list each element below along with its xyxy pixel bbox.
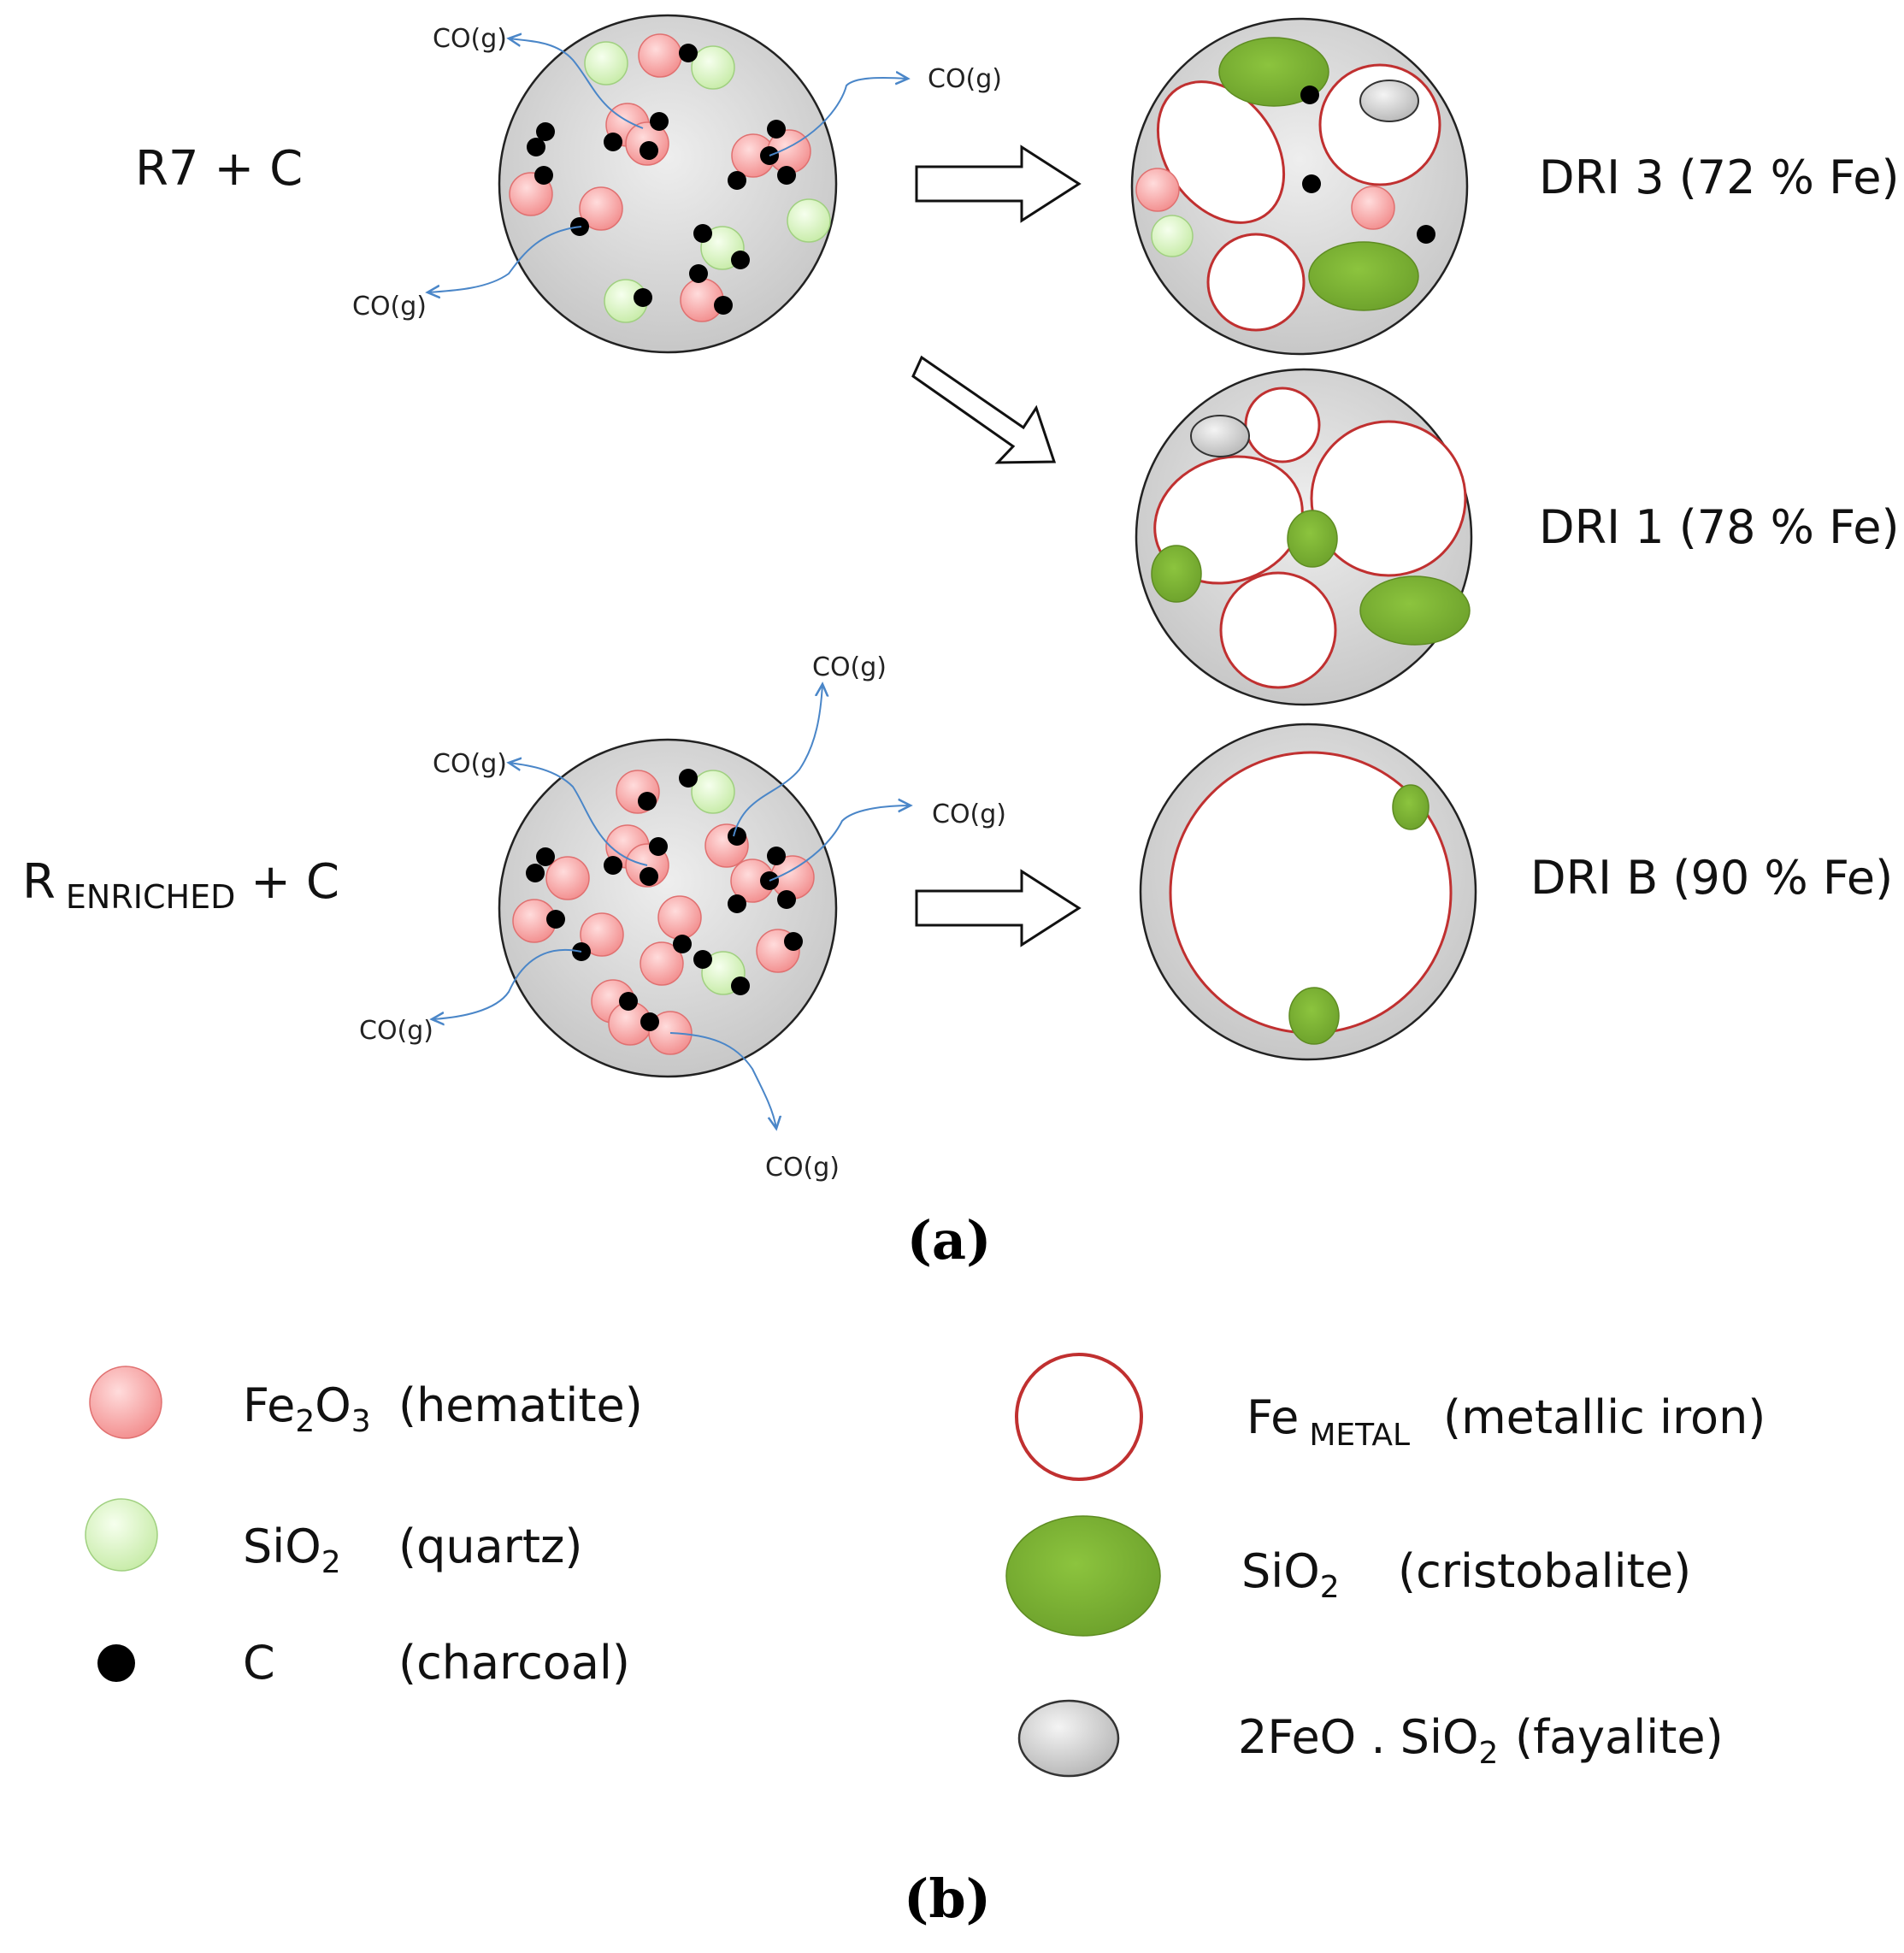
legend-metallic-iron-name: (metallic iron) — [1443, 1390, 1765, 1444]
product-label-dri-3: DRI 3 (72 % Fe) — [1539, 150, 1900, 204]
pellet-r-enriched — [432, 684, 911, 1129]
legend-cristobalite-formula: SiO2 — [1241, 1544, 1340, 1605]
charcoal-particles — [527, 44, 796, 315]
legend-quartz-name: (quartz) — [398, 1519, 582, 1573]
hematite-particles — [512, 770, 815, 1055]
legend-quartz-swatch — [85, 1498, 158, 1572]
quartz-particle — [1151, 215, 1194, 257]
charcoal-particles — [1300, 86, 1435, 244]
gas-arrows — [432, 684, 911, 1129]
legend-fayalite-name: (fayalite) — [1515, 1710, 1724, 1764]
product-label-dri-b: DRI B (90 % Fe) — [1530, 851, 1893, 905]
quartz-particles — [584, 41, 831, 323]
legend-fayalite-formula: 2FeO . SiO2 — [1238, 1710, 1498, 1771]
metallic-iron-particles — [1156, 63, 1441, 332]
cristobalite-particles — [1218, 37, 1419, 311]
legend-charcoal-swatch — [97, 1644, 135, 1682]
process-arrow — [911, 355, 1057, 464]
fayalite-particle — [1190, 415, 1250, 457]
legend-hematite-name: (hematite) — [398, 1378, 643, 1432]
product-label-dri-1: DRI 1 (78 % Fe) — [1539, 500, 1900, 554]
gas-arrows — [427, 38, 908, 292]
gas-label: CO(g) — [433, 24, 507, 54]
legend-metallic-iron-swatch — [1015, 1353, 1143, 1481]
gas-label: CO(g) — [433, 749, 507, 779]
charcoal-particles — [526, 769, 803, 1031]
dri-b-pellet — [1139, 723, 1477, 1061]
pellet-r7 — [427, 14, 908, 354]
caption-b: (b) — [904, 1867, 991, 1930]
gas-label: CO(g) — [928, 64, 1002, 94]
legend-hematite-formula: Fe2O3 — [243, 1378, 371, 1439]
dri-3-pellet — [1130, 17, 1469, 356]
cristobalite-particles — [1151, 510, 1471, 646]
gas-label: CO(g) — [352, 292, 427, 322]
gas-label: CO(g) — [812, 652, 887, 682]
legend-fayalite-swatch — [1017, 1699, 1120, 1778]
legend-quartz-formula: SiO2 — [243, 1519, 341, 1580]
legend-charcoal-name: (charcoal) — [398, 1636, 630, 1690]
legend: Fe2O3 (hematite) SiO2 (quartz) C (charco… — [85, 1353, 1765, 1778]
dri-1-pellet — [1135, 368, 1473, 706]
cristobalite-particles — [1288, 784, 1429, 1045]
pellet-body — [498, 14, 838, 354]
input-label-r7: R7 + C — [135, 141, 303, 197]
hematite-particles — [1135, 168, 1395, 230]
legend-hematite-swatch — [89, 1366, 162, 1439]
caption-a: (a) — [907, 1209, 992, 1272]
process-arrow — [915, 145, 1082, 223]
legend-charcoal-formula: C — [243, 1636, 275, 1690]
gas-label: CO(g) — [359, 1016, 433, 1046]
fayalite-particle — [1359, 80, 1419, 122]
legend-cristobalite-swatch — [1005, 1515, 1161, 1637]
gas-label: CO(g) — [932, 799, 1006, 829]
process-arrow — [915, 869, 1082, 947]
hematite-particles — [509, 33, 811, 322]
gas-label: CO(g) — [765, 1153, 840, 1183]
legend-cristobalite-name: (cristobalite) — [1398, 1544, 1691, 1598]
